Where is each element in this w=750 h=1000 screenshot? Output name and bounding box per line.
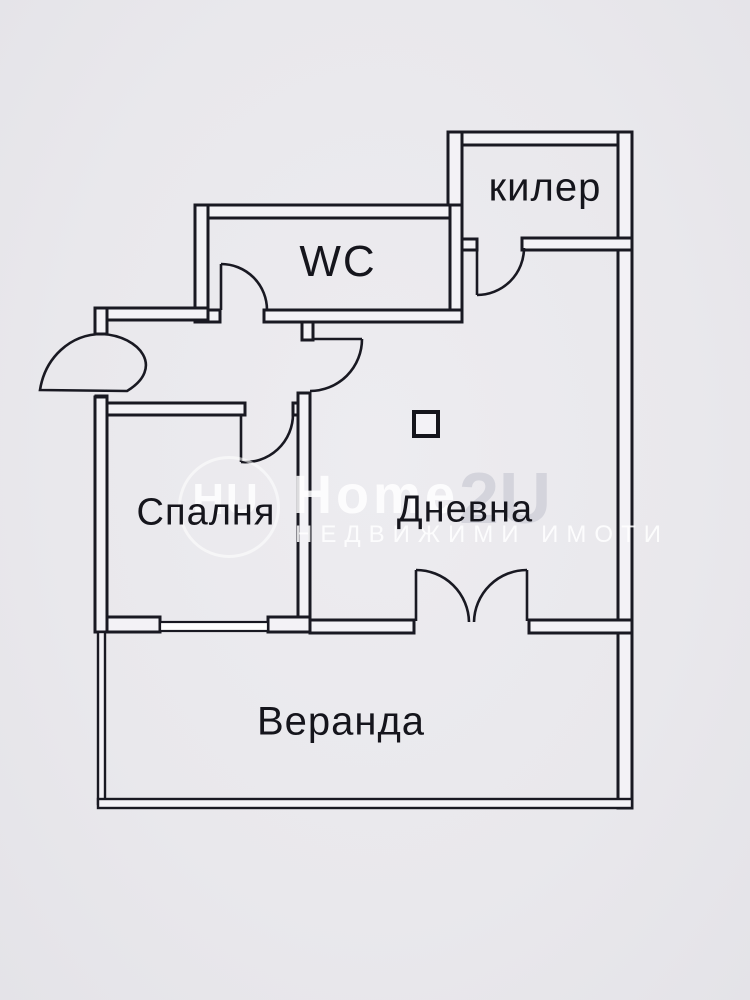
walls-group — [93, 130, 634, 810]
wall-left-upper — [93, 306, 109, 336]
shaft-square-icon — [412, 410, 440, 438]
wall-spalnya-bottom-left — [105, 615, 162, 634]
wc-door-icon — [219, 262, 269, 311]
wall-kiler-top — [446, 130, 634, 147]
kiler-door-icon — [475, 247, 526, 297]
wall-wc-right — [448, 203, 464, 324]
entrance-door-icon — [38, 332, 148, 393]
wall-wc-bottom-right — [262, 308, 464, 324]
spalnya-door-icon — [239, 413, 295, 464]
spalnya-window-icon — [158, 620, 270, 633]
wall-wc-top — [193, 203, 457, 220]
wall-left-lower — [93, 395, 109, 634]
wall-hall-top — [93, 306, 210, 322]
wall-dnevna-bottom-left — [308, 618, 416, 635]
room-label-veranda: Веранда — [256, 699, 426, 744]
wall-dnevna-bottom-right — [527, 618, 634, 635]
wall-veranda-left — [96, 630, 107, 806]
wall-hall-door-post — [300, 320, 315, 342]
wall-kiler-bottom — [520, 236, 634, 252]
wall-kiler-bottom-stub — [460, 237, 479, 252]
wall-wc-bottom-left — [206, 308, 222, 324]
wall-right-exterior — [616, 130, 634, 810]
room-label-spalnya: Спалня — [136, 491, 276, 534]
hall-dnevna-door-icon — [309, 337, 364, 393]
room-label-wc: WC — [299, 237, 377, 286]
wall-veranda-bottom — [96, 797, 634, 810]
wall-spalnya-top-left — [105, 401, 247, 417]
veranda-french-door-icon — [414, 568, 529, 623]
wall-spalnya-bottom-right — [266, 615, 312, 634]
room-label-kiler: килер — [488, 165, 602, 210]
room-label-dnevna: Дневна — [396, 488, 534, 531]
wall-divider-spalnya-dnevna — [296, 391, 312, 634]
wall-wc-left — [193, 203, 210, 324]
